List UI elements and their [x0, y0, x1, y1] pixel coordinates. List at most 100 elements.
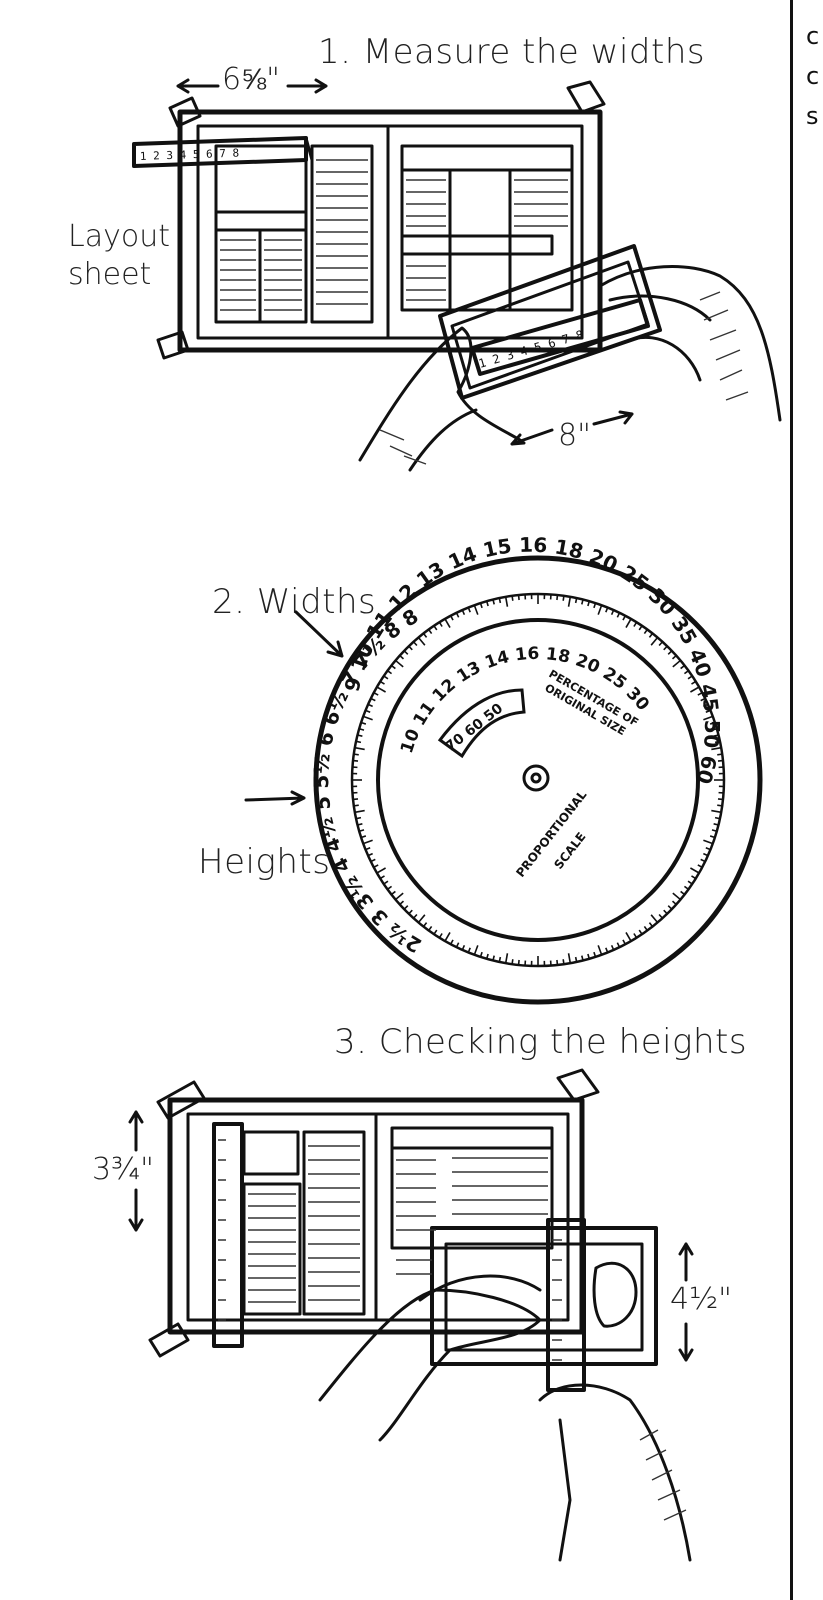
- rim-tick-mark: [576, 957, 577, 962]
- rim-tick-mark: [429, 630, 432, 634]
- rim-tick-mark: [659, 915, 662, 919]
- rim-tick-mark: [384, 881, 388, 884]
- rim-tick-mark: [623, 616, 625, 620]
- rim-tick-mark: [363, 716, 372, 719]
- rim-tick-mark: [377, 687, 386, 692]
- rim-tick-mark: [474, 945, 477, 954]
- rim-tick-mark: [698, 865, 702, 867]
- rim-tick-mark: [384, 676, 388, 679]
- rim-tick-mark: [377, 868, 386, 873]
- panel1-top-ruler-numbers: 1 2 3 4 5 6 7 8: [140, 147, 240, 163]
- rim-tick-mark: [715, 818, 720, 819]
- rim-tick-mark: [363, 840, 372, 843]
- rim-tick-mark: [474, 605, 477, 614]
- rim-tick-mark: [690, 868, 699, 873]
- rim-tick-mark: [388, 671, 392, 674]
- rim-tick-mark: [423, 923, 426, 927]
- rim-tick-mark: [664, 910, 667, 914]
- rim-tick-mark: [617, 943, 619, 947]
- rim-tick-mark: [691, 876, 695, 879]
- rim-tick-mark: [684, 886, 688, 889]
- rim-tick-mark: [651, 638, 657, 646]
- panel3-illustration: [0, 1070, 823, 1600]
- rim-tick-mark: [644, 630, 647, 634]
- rim-tick-mark: [634, 622, 637, 626]
- rim-tick-mark: [400, 656, 404, 659]
- rim-tick-mark: [409, 910, 412, 914]
- rim-tick-mark: [423, 633, 426, 637]
- rim-tick-mark: [634, 933, 637, 937]
- rim-tick-mark: [673, 660, 681, 666]
- rim-tick-mark: [371, 698, 375, 700]
- rim-tick-mark: [506, 597, 508, 607]
- rim-tick-mark: [626, 932, 631, 941]
- rim-tick-mark: [626, 619, 631, 628]
- rim-tick-mark: [374, 693, 378, 695]
- panel3-caption: 3. Checking the heights: [334, 1022, 747, 1062]
- rim-tick-mark: [456, 943, 458, 947]
- rim-tick-mark: [668, 906, 672, 909]
- rim-tick-mark: [374, 865, 378, 867]
- rim-tick-mark: [659, 642, 662, 646]
- rim-tick-mark: [388, 886, 392, 889]
- rim-tick-mark: [356, 818, 361, 819]
- rim-tick-mark: [434, 626, 437, 630]
- rim-tick-mark: [569, 597, 571, 607]
- rim-tick-mark: [429, 926, 432, 930]
- rim-tick-mark: [391, 665, 395, 668]
- rim-tick-mark: [688, 676, 692, 679]
- rim-tick-mark: [418, 915, 424, 923]
- rim-tick-mark: [563, 596, 564, 601]
- rim-tick-mark: [380, 681, 384, 684]
- rim-tick-mark: [598, 945, 601, 954]
- rim-tick-mark: [380, 876, 384, 879]
- rim-tick-mark: [717, 805, 722, 806]
- rim-tick-mark: [711, 811, 721, 813]
- rim-tick-mark: [451, 616, 453, 620]
- rim-tick-mark: [681, 665, 685, 668]
- rim-tick-mark: [368, 704, 373, 706]
- rim-tick-mark: [519, 960, 520, 965]
- rim-tick-mark: [644, 926, 647, 930]
- rim-tick-mark: [414, 915, 417, 919]
- rim-tick-mark: [623, 940, 625, 944]
- rim-tick-mark: [462, 610, 464, 615]
- rim-tick-mark: [353, 799, 358, 800]
- rim-tick-mark: [354, 754, 359, 755]
- rim-tick-mark: [396, 660, 404, 666]
- rim-tick-mark: [673, 901, 677, 904]
- rim-tick-mark: [668, 651, 672, 654]
- rim-tick-mark: [445, 619, 450, 628]
- rim-tick-mark: [404, 651, 408, 654]
- rim-tick-mark: [649, 923, 652, 927]
- rim-tick-mark: [439, 622, 442, 626]
- rim-tick-mark: [418, 638, 424, 646]
- rim-tick-mark: [409, 646, 412, 650]
- rim-tick-mark: [391, 891, 395, 894]
- rim-tick-mark: [451, 940, 453, 944]
- rim-tick-mark: [703, 840, 712, 843]
- rim-tick-mark: [462, 945, 464, 950]
- rim-tick-mark: [499, 598, 500, 603]
- rim-tick-mark: [684, 671, 688, 674]
- rim-tick-mark: [434, 930, 437, 934]
- rim-tick-mark: [612, 945, 614, 950]
- rim-tick-mark: [400, 901, 404, 904]
- rim-tick-mark: [576, 598, 577, 603]
- rim-tick-mark: [456, 613, 458, 617]
- rim-tick-mark: [557, 960, 558, 965]
- rim-tick-mark: [649, 633, 652, 637]
- rim-tick-mark: [612, 610, 614, 615]
- rim-tick-mark: [701, 859, 705, 861]
- rim-tick-mark: [371, 859, 375, 861]
- rim-tick-mark: [681, 891, 685, 894]
- rim-tick-mark: [688, 881, 692, 884]
- rim-tick-mark: [651, 915, 657, 923]
- rim-tick-mark: [673, 656, 677, 659]
- rim-tick-mark: [703, 854, 708, 856]
- rim-tick-mark: [499, 957, 500, 962]
- rim-tick-mark: [639, 930, 642, 934]
- rim-tick-mark: [355, 748, 365, 750]
- rim-tick-mark: [506, 953, 508, 963]
- rim-tick-mark: [414, 642, 417, 646]
